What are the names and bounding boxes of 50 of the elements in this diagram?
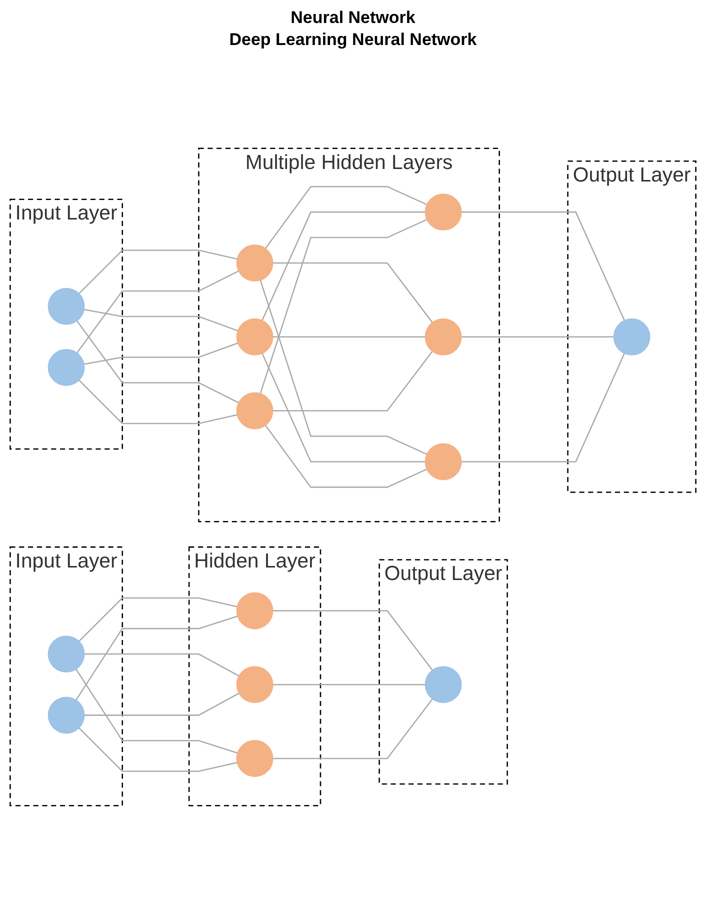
connector <box>78 380 238 424</box>
connector <box>262 211 426 321</box>
connector <box>272 684 426 686</box>
connector <box>75 616 238 701</box>
node-circle <box>236 740 274 777</box>
node-circle <box>48 288 85 325</box>
node-circle <box>424 194 462 231</box>
connector <box>78 597 238 642</box>
node-circle <box>424 318 462 356</box>
connector <box>76 320 240 404</box>
cluster: Output Layer <box>378 559 508 785</box>
connector <box>461 336 614 338</box>
connector <box>262 352 426 462</box>
cluster: Hidden Layer <box>188 546 322 806</box>
connector <box>75 668 238 754</box>
node-circle <box>424 443 462 480</box>
connector <box>78 727 238 772</box>
connector <box>260 280 428 455</box>
node-circle <box>48 636 85 673</box>
cluster: Input Layer <box>10 546 123 806</box>
node-circle <box>236 592 274 630</box>
cluster: Output Layer <box>567 160 696 493</box>
connector <box>272 336 426 338</box>
connector <box>84 692 240 716</box>
connector <box>84 342 238 365</box>
connector <box>272 262 434 324</box>
connector <box>461 352 626 462</box>
node-circle <box>236 318 274 356</box>
node-circle <box>48 349 85 386</box>
node-circle <box>236 244 274 282</box>
cluster: Multiple Hidden Layers <box>198 148 500 522</box>
connector <box>272 610 434 671</box>
node-circle <box>613 318 650 356</box>
node-circle <box>48 696 85 734</box>
connector <box>84 653 240 677</box>
connector <box>78 250 238 294</box>
connector <box>461 211 626 321</box>
node-circle <box>236 666 274 704</box>
node-circle <box>424 666 462 704</box>
connector <box>264 424 428 488</box>
connector <box>76 270 240 354</box>
connector <box>260 218 428 394</box>
connector <box>272 350 434 412</box>
heading: Deep Learning Neural Network <box>228 30 478 50</box>
heading: Neural Network <box>290 8 416 28</box>
connector <box>84 308 238 332</box>
node-circle <box>236 392 274 430</box>
cluster: Input Layer <box>10 198 123 450</box>
connector <box>272 698 434 760</box>
connector <box>264 186 428 250</box>
